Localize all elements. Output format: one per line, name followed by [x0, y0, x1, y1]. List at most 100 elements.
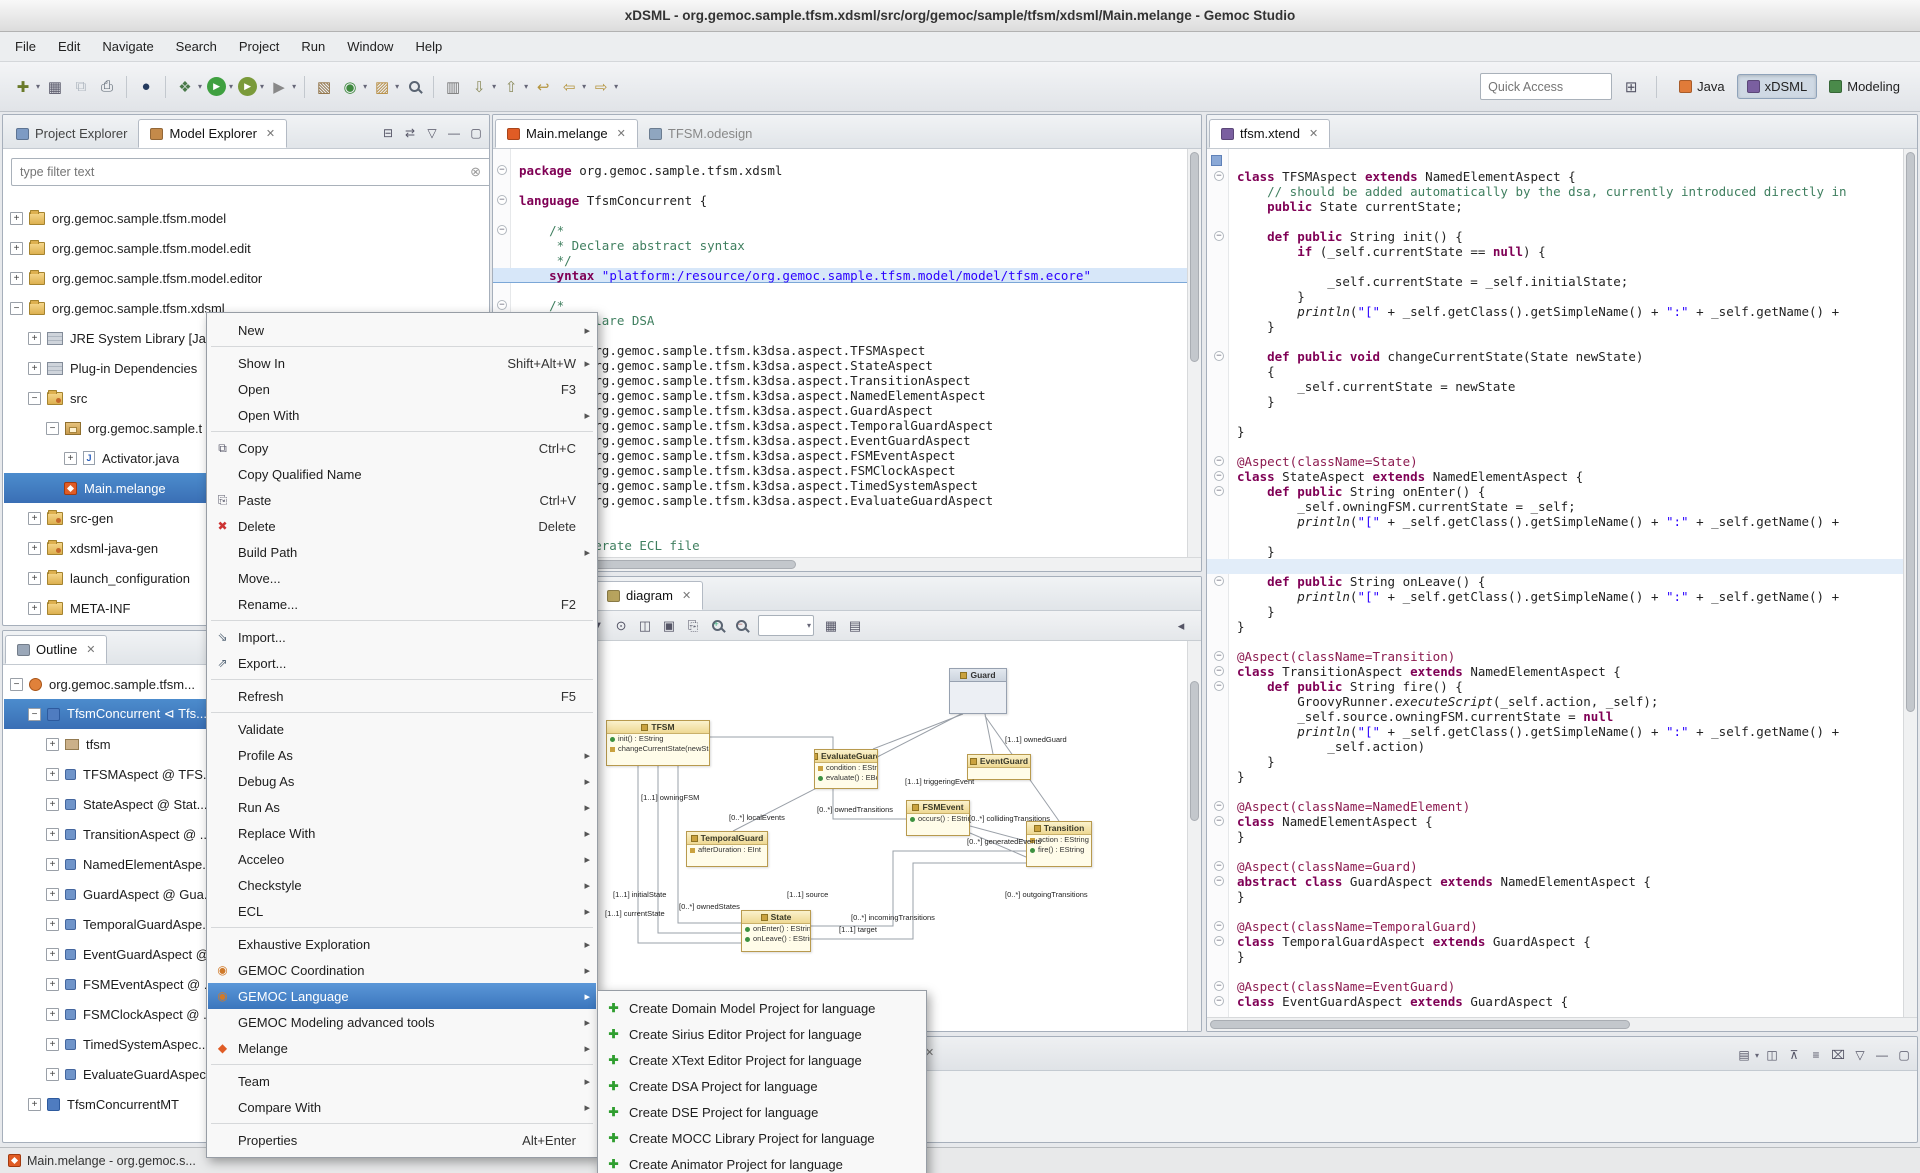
tab-tfsm-odesign[interactable]: TFSM.odesign: [638, 119, 764, 148]
menu-item-checkstyle[interactable]: Checkstyle▸: [238, 877, 590, 893]
menu-item-rename[interactable]: Rename...F2: [238, 596, 576, 612]
menu-item-debug-as[interactable]: Debug As▸: [238, 773, 590, 789]
fold-marker-icon[interactable]: −: [1214, 936, 1224, 946]
open-perspective-icon[interactable]: ⊞: [1624, 78, 1638, 96]
fold-marker-icon[interactable]: −: [1214, 981, 1224, 991]
save-icon[interactable]: ▦: [47, 78, 63, 96]
prev-annotation-icon[interactable]: ⇧: [504, 78, 518, 96]
tree-expander-icon[interactable]: +: [28, 361, 41, 375]
menu-item-create-dse-project-for-language[interactable]: ✚Create DSE Project for language: [599, 1099, 925, 1125]
fold-marker-icon[interactable]: −: [1214, 231, 1224, 241]
filter-input[interactable]: [11, 158, 489, 186]
mark-occurrences-icon[interactable]: ▥: [446, 78, 461, 96]
diagram-node-eventguard[interactable]: EventGuard: [967, 754, 1031, 780]
zoom-out-icon[interactable]: [729, 615, 753, 637]
outline-item-eventguardaspect[interactable]: +EventGuardAspect @...: [4, 939, 488, 969]
outline-item-evaluateguardaspec[interactable]: +EvaluateGuardAspec...: [4, 1059, 488, 1089]
new-wizard-icon[interactable]: ✚: [16, 78, 30, 96]
forward-icon[interactable]: ⇨: [594, 78, 608, 96]
melange-hscrollbar[interactable]: [493, 557, 1201, 571]
menu-project[interactable]: Project: [238, 39, 280, 54]
menu-item-ecl[interactable]: ECL▸: [238, 903, 590, 919]
view-menu-icon[interactable]: ▽: [427, 126, 437, 140]
grid-icon[interactable]: ▦: [824, 617, 838, 633]
diagram-node-guard[interactable]: Guard: [949, 668, 1007, 714]
fold-marker-icon[interactable]: −: [497, 165, 507, 175]
dropdown-arrow-icon[interactable]: ▾: [36, 82, 41, 91]
tree-expander-icon[interactable]: −: [28, 391, 41, 405]
menu-run[interactable]: Run: [301, 39, 326, 54]
menu-item-create-sirius-editor-project-for-language[interactable]: ✚Create Sirius Editor Project for langua…: [599, 1021, 925, 1047]
close-icon[interactable]: ✕: [265, 128, 276, 140]
fold-marker-icon[interactable]: −: [1214, 576, 1224, 586]
explorer-item-meta-inf[interactable]: +META-INF: [4, 593, 488, 623]
menu-item-compare-with[interactable]: Compare With▸: [238, 1099, 590, 1115]
tree-expander-icon[interactable]: +: [46, 767, 59, 781]
application-icon[interactable]: ●: [141, 78, 151, 95]
menu-help[interactable]: Help: [415, 39, 443, 54]
next-annotation-icon[interactable]: ⇩: [472, 78, 486, 96]
fold-marker-icon[interactable]: −: [1214, 171, 1224, 181]
export-image-icon[interactable]: ▣: [662, 617, 676, 633]
dropdown-arrow-icon[interactable]: ▾: [363, 82, 368, 91]
explorer-item-org-gemoc-sample-tfsm-xdsml[interactable]: −org.gemoc.sample.tfsm.xdsml: [4, 293, 488, 323]
explorer-item-org-gemoc-sample-tfsm-model[interactable]: +org.gemoc.sample.tfsm.model: [4, 203, 488, 233]
menu-item-acceleo[interactable]: Acceleo▸: [238, 851, 590, 867]
tab-main-melange[interactable]: Main.melange ✕: [495, 119, 638, 148]
tree-expander-icon[interactable]: +: [64, 451, 77, 465]
tree-expander-icon[interactable]: +: [46, 917, 59, 931]
explorer-item-org-gemoc-sample-tfsm-model-editor[interactable]: +org.gemoc.sample.tfsm.model.editor: [4, 263, 488, 293]
tree-expander-icon[interactable]: +: [10, 211, 23, 225]
last-edit-location-icon[interactable]: ↩: [536, 78, 550, 96]
menu-edit[interactable]: Edit: [57, 39, 81, 54]
diagram-vscrollbar[interactable]: [1187, 641, 1201, 1031]
fold-marker-icon[interactable]: −: [1214, 351, 1224, 361]
fold-marker-icon[interactable]: −: [497, 195, 507, 205]
tab-model-explorer[interactable]: Model Explorer ✕: [138, 119, 288, 148]
outline-item-temporalguardaspe[interactable]: +TemporalGuardAspe...: [4, 909, 488, 939]
fold-marker-icon[interactable]: −: [1214, 651, 1224, 661]
tree-expander-icon[interactable]: +: [46, 1067, 59, 1081]
fold-marker-icon[interactable]: −: [1214, 996, 1224, 1006]
fold-marker-icon[interactable]: −: [1214, 666, 1224, 676]
tree-expander-icon[interactable]: −: [10, 301, 23, 315]
menu-item-create-xtext-editor-project-for-language[interactable]: ✚Create XText Editor Project for languag…: [599, 1047, 925, 1073]
tree-expander-icon[interactable]: +: [10, 241, 23, 255]
menu-item-import[interactable]: ⇘Import...: [208, 624, 596, 650]
explorer-item-src[interactable]: −src: [4, 383, 488, 413]
display-selected-console-icon[interactable]: ◫: [1766, 1048, 1778, 1062]
open-console-icon[interactable]: ▤: [1738, 1048, 1750, 1062]
link-with-editor-icon[interactable]: ⇄: [404, 126, 416, 140]
outline-item-guardaspect-gua[interactable]: +GuardAspect @ Gua...: [4, 879, 488, 909]
palette-collapse-icon[interactable]: ◂: [1177, 617, 1185, 633]
outline-item-fsmeventaspect[interactable]: +FSMEventAspect @ ...: [4, 969, 488, 999]
outline-item-transitionaspect[interactable]: +TransitionAspect @ ...: [4, 819, 488, 849]
tree-expander-icon[interactable]: +: [10, 271, 23, 285]
menu-item-open-with[interactable]: Open With▸: [238, 407, 590, 423]
dropdown-arrow-icon[interactable]: ▾: [492, 82, 497, 91]
dropdown-arrow-icon[interactable]: ▾: [292, 82, 297, 91]
fold-marker-icon[interactable]: −: [1214, 861, 1224, 871]
tree-expander-icon[interactable]: +: [28, 1097, 41, 1111]
menu-item-build-path[interactable]: Build Path▸: [238, 544, 590, 560]
zoom-level-combo[interactable]: ▾: [758, 615, 815, 636]
menu-search[interactable]: Search: [175, 39, 217, 54]
save-all-icon[interactable]: ⧉: [75, 78, 87, 95]
outline-item-stateaspect-stat[interactable]: +StateAspect @ Stat...: [4, 789, 488, 819]
menu-item-team[interactable]: Team▸: [238, 1073, 590, 1089]
menu-window[interactable]: Window: [347, 39, 394, 54]
menu-item-exhaustive-exploration[interactable]: Exhaustive Exploration▸: [238, 936, 590, 952]
explorer-item-jre-system-library-ja[interactable]: +JRE System Library [Ja: [4, 323, 488, 353]
menu-item-new[interactable]: New▸: [238, 322, 590, 338]
bottom-view-close-icon[interactable]: ✕: [925, 1047, 935, 1059]
dropdown-arrow-icon[interactable]: ▾: [229, 82, 234, 91]
tree-expander-icon[interactable]: +: [46, 1037, 59, 1051]
